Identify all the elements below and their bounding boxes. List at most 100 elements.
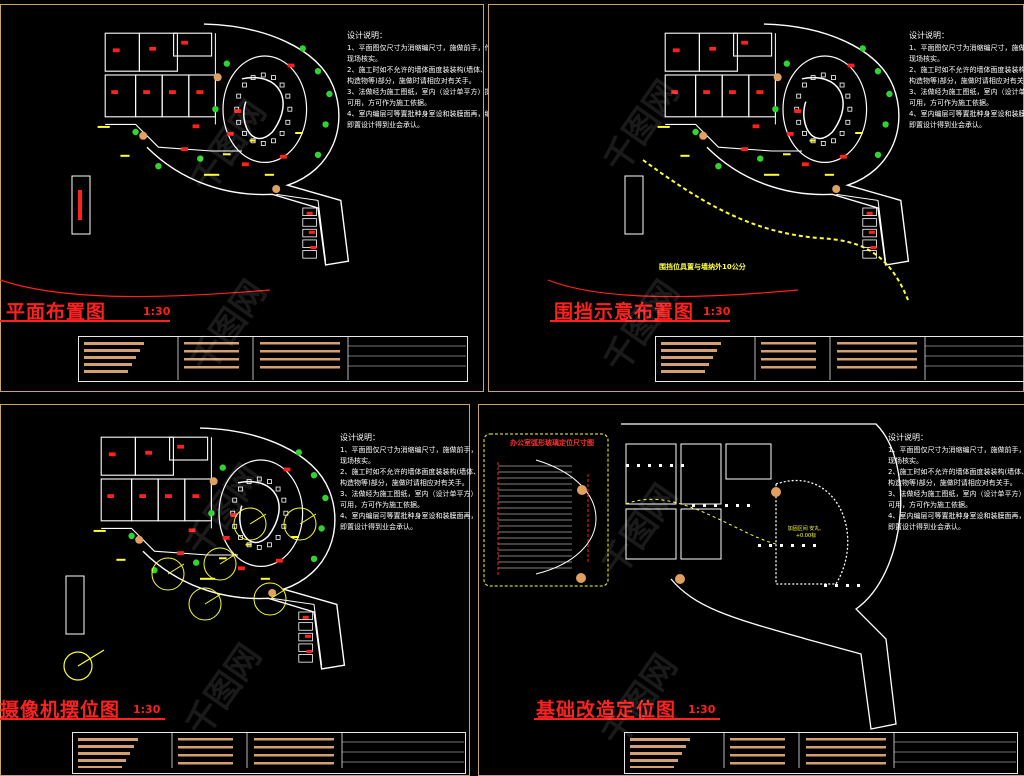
outer-boundary bbox=[142, 427, 346, 670]
title-bar bbox=[184, 350, 239, 353]
red-road-line bbox=[0, 279, 271, 298]
room-wall bbox=[169, 436, 209, 461]
title-bar bbox=[730, 738, 785, 741]
post bbox=[725, 504, 728, 507]
room-wall bbox=[173, 32, 213, 57]
plant bbox=[223, 60, 230, 67]
red-road-line bbox=[547, 279, 799, 298]
note-line: 2、施工时如不允许的墙体面度装装构(墙体、 bbox=[888, 468, 1024, 476]
post bbox=[802, 544, 805, 547]
red-furniture bbox=[756, 90, 764, 94]
red-furniture bbox=[169, 90, 176, 94]
glass-arc bbox=[535, 459, 597, 575]
title-underline bbox=[550, 320, 730, 322]
notes-title: 设计说明： bbox=[347, 31, 387, 40]
red-furniture bbox=[280, 154, 287, 159]
red-furniture bbox=[139, 494, 147, 498]
note-line: 1、平面图仅尺寸为消缩编尺寸，施做前手，作 bbox=[340, 446, 485, 454]
room-wall bbox=[625, 508, 677, 560]
red-furniture bbox=[276, 558, 283, 563]
camera-direction bbox=[204, 593, 222, 605]
chair bbox=[839, 130, 845, 136]
red-furniture bbox=[306, 211, 313, 215]
annex-wall bbox=[836, 193, 887, 262]
drawing-scale: 1:30 bbox=[133, 703, 161, 716]
note-line: 2、施工时如不允许的墙体面度装装构(墙体、 bbox=[340, 468, 481, 476]
note-line: 3、法做经为施工图纸，室内（设计单平方）提字必 bbox=[340, 490, 499, 498]
red-furniture bbox=[177, 444, 185, 449]
post bbox=[637, 464, 640, 467]
camera-direction bbox=[249, 513, 267, 525]
post bbox=[681, 464, 684, 467]
title-bar bbox=[661, 342, 721, 345]
annex-room bbox=[302, 228, 317, 238]
title-bar bbox=[260, 358, 340, 361]
camera-plan-drawing bbox=[63, 427, 464, 768]
outer-boundary bbox=[621, 423, 902, 730]
annex-room bbox=[302, 207, 317, 216]
yellow-marker bbox=[264, 173, 274, 176]
annex-room bbox=[302, 218, 317, 227]
side-building bbox=[65, 575, 85, 635]
plant bbox=[859, 45, 866, 52]
room-wall bbox=[161, 74, 190, 118]
annex-wall bbox=[272, 597, 323, 666]
round-hall bbox=[782, 55, 868, 163]
red-furniture bbox=[196, 90, 204, 94]
plant bbox=[886, 90, 893, 98]
column bbox=[771, 487, 781, 497]
red-furniture bbox=[868, 230, 875, 234]
title-bar bbox=[761, 366, 816, 369]
title-bar bbox=[260, 350, 340, 353]
red-furniture bbox=[165, 494, 172, 498]
yellow-marker bbox=[249, 139, 256, 142]
hoarding-plan-drawing bbox=[547, 23, 1024, 380]
chair bbox=[831, 138, 836, 144]
note-line: 即置设计得到业会承认。 bbox=[888, 523, 965, 531]
annex-room bbox=[302, 239, 317, 248]
note-line: 3、法做经为施工图纸，室内（设计单平方）提字必 bbox=[888, 490, 1024, 498]
title-bar bbox=[78, 745, 134, 748]
chair bbox=[279, 130, 285, 136]
yellow-marker bbox=[223, 153, 231, 156]
post bbox=[780, 544, 783, 547]
drawing-scale: 1:30 bbox=[143, 305, 171, 318]
red-furniture bbox=[108, 452, 116, 457]
red-furniture bbox=[143, 90, 151, 94]
title-bar bbox=[84, 349, 140, 352]
note-line: 即置设计得到业会承认。 bbox=[909, 121, 986, 129]
room-wall bbox=[134, 436, 174, 476]
post bbox=[670, 464, 673, 467]
side-label bbox=[78, 190, 82, 220]
note-line: 4、室内编层可等置批种身室设和装膜面再，编 bbox=[909, 110, 1024, 118]
design-notes: 设计说明： 1、平面图仅尺寸为消缩编尺寸，施做前手，作 现场核实。 2、施工时如… bbox=[340, 432, 498, 533]
chair bbox=[271, 75, 276, 81]
title-bar bbox=[661, 370, 705, 373]
chair bbox=[820, 140, 826, 146]
chair bbox=[236, 93, 242, 99]
room-wall bbox=[725, 443, 772, 480]
yellow-marker bbox=[204, 173, 220, 176]
title-bar bbox=[78, 752, 130, 755]
red-furniture bbox=[181, 40, 189, 45]
panel-floor-plan: 设计说明： 1、平面图仅尺寸为消缩编尺寸，施做前手，作 现场核实。 2、施工时如… bbox=[0, 0, 505, 392]
chair bbox=[802, 130, 807, 136]
yellow-marker bbox=[291, 536, 299, 538]
red-furniture bbox=[672, 48, 680, 53]
title-bar bbox=[84, 342, 144, 345]
plant bbox=[715, 163, 722, 170]
title-bar bbox=[184, 342, 239, 345]
title-bar bbox=[630, 752, 682, 755]
red-furniture bbox=[222, 536, 230, 540]
title-bar bbox=[806, 762, 886, 765]
note-line: 构造物等)部分，施做时请相应对有关手。 bbox=[888, 479, 1017, 487]
camera-legend-arrow bbox=[77, 649, 105, 667]
red-furniture bbox=[226, 132, 234, 136]
plant bbox=[295, 449, 302, 456]
drawing-title: 摄像机摆位图 bbox=[0, 699, 121, 721]
plant bbox=[208, 510, 215, 517]
title-bar bbox=[178, 746, 233, 749]
red-furniture bbox=[181, 147, 189, 151]
plant bbox=[757, 155, 764, 162]
title-bar bbox=[806, 754, 886, 757]
